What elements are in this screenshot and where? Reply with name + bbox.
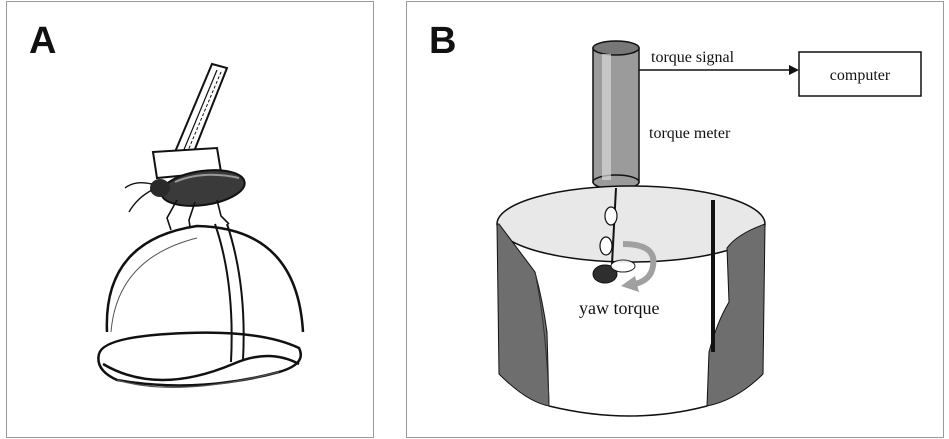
- panel-b-torque-setup: B torque signal computer torque meter: [406, 1, 944, 438]
- panel-a-illustration: [7, 2, 374, 438]
- yaw-torque-label: yaw torque: [579, 298, 659, 318]
- yaw-arrowhead: [621, 276, 639, 292]
- panel-a-ball-setup: A: [6, 1, 374, 438]
- ring-base: [98, 333, 300, 388]
- beetle: [125, 165, 247, 234]
- torque-meter-cylinder: [593, 41, 639, 189]
- torque-meter-label: torque meter: [649, 125, 731, 142]
- computer-label: computer: [830, 67, 891, 84]
- tether-rod: [175, 64, 227, 154]
- torque-signal-arrow: [639, 65, 799, 75]
- torque-signal-label: torque signal: [651, 49, 735, 66]
- panel-b-illustration: torque signal computer torque meter yaw …: [407, 2, 944, 438]
- air-ball: [107, 224, 303, 362]
